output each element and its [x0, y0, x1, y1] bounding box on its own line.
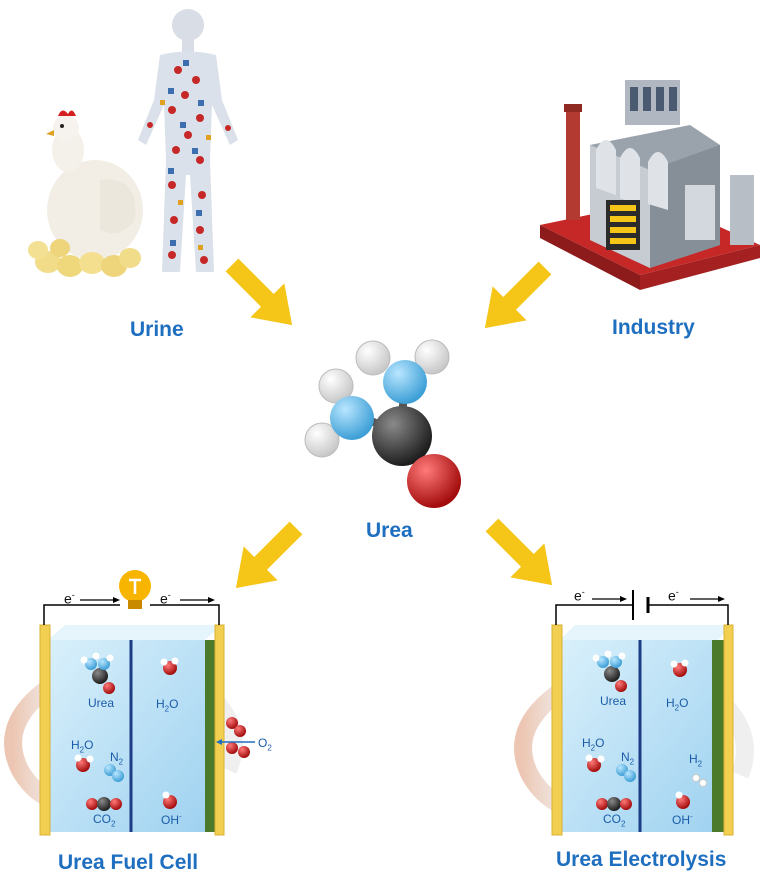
- electrolysis-diagram: [514, 590, 754, 836]
- industry-label: Industry: [612, 316, 695, 339]
- electrolysis-hydrogen-label: H2: [689, 752, 703, 769]
- fuel-cell-nitrogen-label: N2: [110, 750, 124, 767]
- oxygen-atom: [407, 454, 461, 508]
- fuel-cell-title: Urea Fuel Cell: [58, 851, 199, 874]
- urea-molecule: [304, 339, 461, 508]
- hydrogen-atom: [355, 340, 391, 376]
- water-mini-molecule: [160, 657, 179, 675]
- fuel-cell-electron-right: e-: [160, 590, 171, 607]
- electrolysis-title: Urea Electrolysis: [556, 848, 727, 871]
- electrolysis-co2-label: CO2: [603, 812, 626, 829]
- figure-pattern: [147, 60, 231, 264]
- nitrogen-atom: [383, 360, 427, 404]
- arrow-urea-to-electrolysis: [485, 518, 553, 586]
- hydrogen-atom: [304, 422, 340, 458]
- urea-mini-molecule: [592, 650, 627, 692]
- urea-label: Urea: [366, 519, 413, 542]
- carbon-atom: [372, 406, 432, 466]
- water-mini-molecule: [585, 754, 605, 772]
- chicks-group: [28, 239, 141, 277]
- human-figure-icon: [138, 9, 238, 272]
- chicken-illustration: [28, 110, 143, 277]
- hydroxide-mini-molecule: [162, 791, 177, 809]
- co2-mini-molecule: [86, 797, 122, 811]
- arrow-urine-to-urea: [225, 258, 293, 326]
- electrolysis-water-left-label: H2O: [582, 736, 605, 753]
- light-bulb-icon: [119, 570, 151, 609]
- arrow-urea-to-fuel-cell: [235, 521, 303, 589]
- fuel-cell-hydroxide-label: OH-: [161, 812, 182, 827]
- water-mini-molecule: [74, 754, 94, 772]
- fuel-cell-co2-label: CO2: [93, 812, 116, 829]
- fuel-cell-electron-left: e-: [64, 590, 75, 607]
- fuel-cell-diagram: [4, 570, 255, 836]
- factory-icon: [540, 80, 760, 290]
- fuel-cell-oxygen-label: O2: [258, 736, 272, 753]
- electrolysis-water-top-label: H2O: [666, 696, 689, 713]
- nitrogen-atom: [330, 396, 374, 440]
- fuel-cell-urea-label: Urea: [88, 696, 115, 710]
- electrolysis-hydroxide-label: OH-: [672, 812, 693, 827]
- electrolysis-nitrogen-label: N2: [621, 750, 635, 767]
- co2-mini-molecule: [596, 797, 632, 811]
- electrolysis-electron-right: e-: [668, 587, 679, 604]
- nitrogen-mini-molecule: [104, 764, 124, 782]
- urea-mini-molecule: [80, 652, 115, 694]
- hydrogen-atom: [414, 339, 450, 375]
- electrolysis-urea-label: Urea: [600, 694, 627, 708]
- arrow-industry-to-urea: [484, 261, 552, 329]
- water-mini-molecule: [670, 659, 689, 677]
- urine-label: Urine: [130, 318, 184, 341]
- hydroxide-mini-molecule: [675, 791, 690, 809]
- electrolysis-electron-left: e-: [574, 587, 585, 604]
- nitrogen-mini-molecule: [616, 764, 636, 782]
- hydrogen-mini-molecule: [692, 774, 707, 787]
- fuel-cell-water-top-label: H2O: [156, 697, 179, 714]
- fuel-cell-water-left-label: H2O: [71, 738, 94, 755]
- oxygen-mini-molecules: [226, 717, 250, 758]
